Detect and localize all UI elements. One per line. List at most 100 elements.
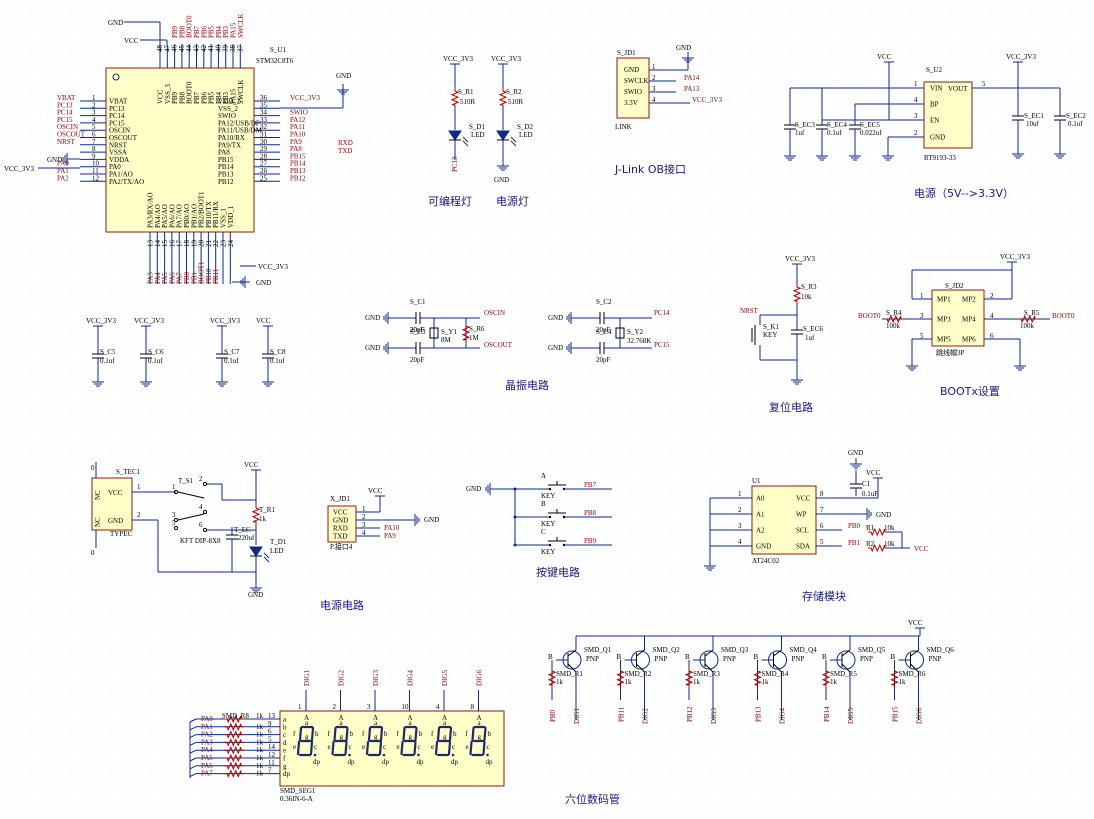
mcu-pin-name: PC14 [109,112,125,120]
button-switch-c1 [548,487,552,491]
seg-row-seg: d [283,739,287,747]
mcu-pin-name: PB12 [218,178,234,186]
seg-row-entry [189,726,197,731]
eeprom-wp-gnd-label: GND [876,511,891,519]
mcu-pin-num: 25 [260,174,268,182]
xtal-cap-val: 20pF [410,356,425,364]
button-switch-c1 [548,515,552,519]
seg-digit-pin: 4 [436,703,440,711]
mcu-pin-num: 4 [92,116,96,124]
seg-digit-pin: 10 [402,703,410,711]
seg-row-pin: 9 [268,720,272,728]
mcu-net-label: OSCOUT [57,131,86,139]
seg-anode-label: A [373,714,378,722]
mcu-pin-name: PA5/AO [161,204,169,228]
seg-row-pin: 13 [268,712,276,720]
seg-segment [436,726,441,742]
tr-base-net: PB0 [549,709,557,722]
xtal-cap-ref: S_C1 [410,298,426,306]
button-switch-c2 [562,515,566,519]
tr-b-label: B [754,653,759,661]
mcu-pin-num: 39 [222,45,230,53]
seg-letter: c [349,743,352,751]
serial-gnd-label: GND [424,516,439,524]
mcu-net-label: PB13 [290,167,306,175]
mcu-net-label: VBAT [57,94,76,102]
seg-letter: f [431,730,434,738]
mcu-pin-name: PB11/RX [212,201,220,228]
mcu-pin-num: 32 [260,123,268,131]
tr-ref: SMD_Q2 [653,646,681,654]
mcu-net-label: PA3 [147,272,155,284]
eeprom-pin-num: 3 [738,522,742,530]
eeprom-c1-ref: C1 [862,480,871,488]
mcu-net-label: PA6 [168,272,176,284]
seg-dp-dot [486,753,489,757]
caption-keys: 按键电路 [536,565,580,579]
decoup-pwr-label: VCC_3V3 [86,317,116,325]
seg-row-res-val: 1k [256,738,264,746]
pwr-nc-num2: 0 [91,549,95,557]
tr-digit-net: DIG6 [916,708,924,724]
seg-letter: a [443,719,447,727]
mcu-pin-num: 21 [205,240,213,248]
decoup-val: 0.1uf [270,357,285,365]
eeprom-body [751,485,817,555]
pwr-switch-contact [173,517,179,523]
tr-base-res [616,668,625,688]
mcu-net-label: PA10 [290,131,306,139]
tr-type: PNP [723,655,736,663]
decoup-val: 0.1uf [100,357,115,365]
button-gnd-label: GND [466,485,481,493]
decoup-pwr-label: VCC_3V3 [134,317,164,325]
mcu-pin-num: 22 [212,240,220,248]
seg-anode-label: A [304,714,309,722]
seg-row-entry [189,718,197,723]
xtal2-cap-ref: S_C2 [596,298,612,306]
seg-row-seg: b [283,723,287,731]
mcu-pin-num: 5 [92,123,96,131]
seg-segment [345,726,349,742]
mcu-pin-name: SWIO [218,112,236,120]
reset-k1-ref: S_K1 [763,323,779,331]
mcu-pin-name: PA6/AO [168,204,176,228]
pwr-led-triangle [249,546,263,557]
xtal2-cap-ref: S_C4 [596,328,612,336]
decoup-val: 0.1uf [224,357,239,365]
regulator-part: RT9193-33 [924,154,956,162]
regulator-ref: S_U2 [926,66,942,74]
button-switch-c1 [548,543,552,547]
mcu-net-label: PA1 [57,167,69,175]
boot-r5 [1018,314,1038,324]
tr-b-label: B [822,653,827,661]
mcu-pin-num: 34 [260,109,268,117]
mcu-pin-name: PA0 [109,163,121,171]
jlink-net: PA14 [684,74,700,82]
mcu-pin-num: 23 [220,240,228,248]
reset-r3-val: 10k [801,293,812,301]
tr-digit-net: DIG3 [710,708,718,724]
seg-dp-dot [313,753,317,757]
seg-segment [298,726,303,742]
boot-pin-num: 2 [990,292,994,300]
tr-base-net: PB13 [755,706,763,722]
reset-k1-val: KEY [763,331,777,339]
mcu-pin-num: 12 [92,174,100,182]
tr-base-res [821,668,831,688]
seg-digit-net: DIG6 [476,670,484,686]
mcu-pin-name: BOOT0 [186,81,194,104]
seg-letter: e [431,743,434,751]
regulator-pin-name: BP [930,101,939,109]
pwr-vcc-label: VCC [244,461,259,469]
regulator-ocap-ref: S_EC1 [1024,112,1044,120]
boot-pin-name: MP2 [962,296,976,304]
seg-segment [331,740,335,756]
seg-digit-net: DIG4 [407,670,415,686]
mcu-pin-num: 3 [92,109,96,117]
seg-letter: e [362,743,365,751]
seg-row-seg: dp [283,770,291,778]
seg-letter: b [350,730,354,738]
led-vcc-label: VCC_3V3 [491,55,521,63]
mcu-pin-name: VSS_1 [220,208,228,228]
